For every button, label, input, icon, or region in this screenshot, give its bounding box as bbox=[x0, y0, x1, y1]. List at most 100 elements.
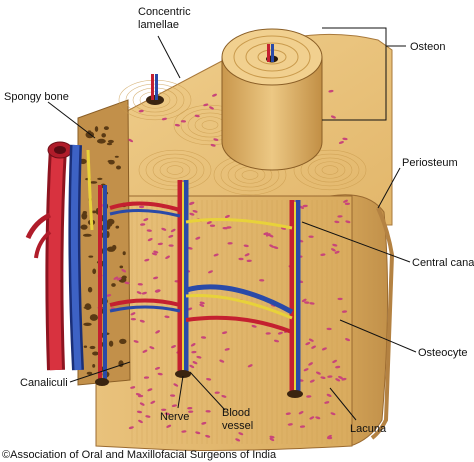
lacuna-dot bbox=[320, 253, 326, 256]
lacuna-dot bbox=[306, 395, 312, 398]
label-concentric-lamellae-line2: lamellae bbox=[138, 19, 179, 31]
lacuna-dot bbox=[130, 317, 136, 321]
spongy-pore bbox=[86, 371, 93, 375]
lacuna-dot bbox=[212, 93, 217, 97]
lacuna-dot bbox=[287, 423, 293, 426]
leader-spongy bbox=[47, 101, 96, 139]
lacuna-dot bbox=[337, 215, 343, 218]
lacuna-dot bbox=[195, 431, 201, 435]
lacuna-dot bbox=[269, 437, 275, 442]
lacuna-dot bbox=[181, 430, 187, 433]
label-blood-vessel-line1: Blood bbox=[222, 407, 250, 419]
lacuna-dot bbox=[140, 223, 146, 226]
lacuna-dot bbox=[200, 336, 207, 339]
lacuna-dot bbox=[192, 361, 198, 365]
lacuna-dot bbox=[205, 410, 211, 413]
lacuna-dot bbox=[315, 416, 321, 420]
lacuna-dot bbox=[135, 393, 141, 396]
lacuna-dot bbox=[265, 332, 271, 335]
lacuna-dot bbox=[136, 410, 143, 414]
leader-central-canal bbox=[301, 221, 411, 263]
lacuna-dot bbox=[308, 338, 314, 342]
leader-periosteum bbox=[377, 167, 401, 209]
lacuna-dot bbox=[210, 143, 216, 147]
lacuna-dot bbox=[213, 253, 219, 257]
lacuna-dot bbox=[343, 199, 348, 203]
label-osteocyte: Osteocyte bbox=[418, 347, 468, 359]
lacuna-dot bbox=[335, 378, 341, 382]
spongy-pore bbox=[106, 142, 113, 146]
lacuna-dot bbox=[143, 218, 149, 222]
lacuna-dot bbox=[326, 327, 332, 331]
lacuna-dot bbox=[147, 238, 153, 242]
lacuna-dot bbox=[137, 283, 143, 286]
lacuna-dot bbox=[154, 289, 160, 293]
lacuna-dot bbox=[247, 364, 253, 368]
lacuna-dot bbox=[345, 220, 351, 224]
lacuna-dot bbox=[259, 279, 265, 282]
lacuna-dot bbox=[171, 404, 177, 407]
lacuna-dot bbox=[150, 400, 156, 404]
lacuna-dot bbox=[189, 364, 195, 368]
lacuna-dot bbox=[331, 248, 336, 252]
lacuna-dot bbox=[106, 294, 112, 297]
lacuna-dot bbox=[273, 339, 280, 343]
label-lacuna: Lacuna bbox=[350, 423, 387, 435]
leader-blood-vessel bbox=[189, 371, 226, 411]
lacuna-dot bbox=[309, 302, 315, 305]
lacuna-dot bbox=[145, 415, 151, 418]
spongy-pore bbox=[87, 130, 92, 133]
lacuna-dot bbox=[309, 416, 315, 420]
leader-osteon bbox=[322, 27, 406, 121]
lacuna-dot bbox=[199, 301, 205, 305]
spongy-pore bbox=[94, 126, 99, 132]
spongy-pore bbox=[88, 255, 94, 258]
osteon-cylinder bbox=[221, 28, 323, 171]
lacuna-dot bbox=[335, 365, 341, 369]
lacuna-dot bbox=[326, 393, 332, 397]
lacuna-dot bbox=[209, 106, 214, 110]
lacuna-dot bbox=[315, 371, 321, 375]
spongy-pore bbox=[83, 322, 92, 326]
label-osteon: Osteon bbox=[410, 41, 445, 53]
label-periosteum: Periosteum bbox=[402, 157, 458, 169]
spongy-pore bbox=[116, 165, 121, 170]
lacuna-dot bbox=[155, 366, 160, 370]
lacuna-dot bbox=[144, 258, 150, 262]
lacuna-dot bbox=[203, 103, 209, 107]
concentric-ring bbox=[241, 170, 259, 180]
spongy-pore bbox=[106, 218, 115, 225]
lacuna-dot bbox=[205, 434, 211, 438]
lacuna-dot bbox=[243, 244, 249, 248]
lacuna-dot bbox=[321, 347, 327, 351]
lacuna-dot bbox=[344, 202, 350, 206]
lacuna-dot bbox=[121, 269, 127, 273]
labels: Concentric lamellae Osteon Spongy bone P… bbox=[2, 6, 474, 461]
spongy-pore bbox=[97, 138, 106, 144]
lacuna-dot bbox=[238, 432, 244, 436]
spongy-pore bbox=[111, 283, 116, 287]
spongy-pore bbox=[89, 314, 98, 321]
concentric-ring bbox=[201, 120, 219, 130]
lacuna-dot bbox=[168, 244, 174, 247]
spongy-pore bbox=[87, 286, 93, 293]
spongy-pore bbox=[119, 265, 124, 269]
lacuna-dot bbox=[334, 250, 340, 254]
lacuna-dot bbox=[332, 359, 337, 363]
lacuna-dot bbox=[302, 204, 308, 208]
lacuna-dot bbox=[327, 436, 333, 440]
label-blood-vessel-line2: vessel bbox=[222, 420, 253, 432]
lacuna-dot bbox=[153, 250, 159, 254]
lacuna-dot bbox=[303, 368, 309, 372]
lacuna-dot bbox=[341, 310, 348, 313]
lacuna-dot bbox=[309, 379, 315, 383]
lacuna-dot bbox=[187, 246, 193, 250]
spongy-pore bbox=[107, 139, 114, 144]
lacuna-dot bbox=[128, 138, 134, 143]
spongy-pore bbox=[84, 303, 92, 310]
spongy-pore bbox=[92, 268, 97, 275]
lacuna-dot bbox=[320, 376, 326, 379]
spongy-pore bbox=[101, 133, 106, 138]
spongy-pore bbox=[119, 338, 127, 344]
